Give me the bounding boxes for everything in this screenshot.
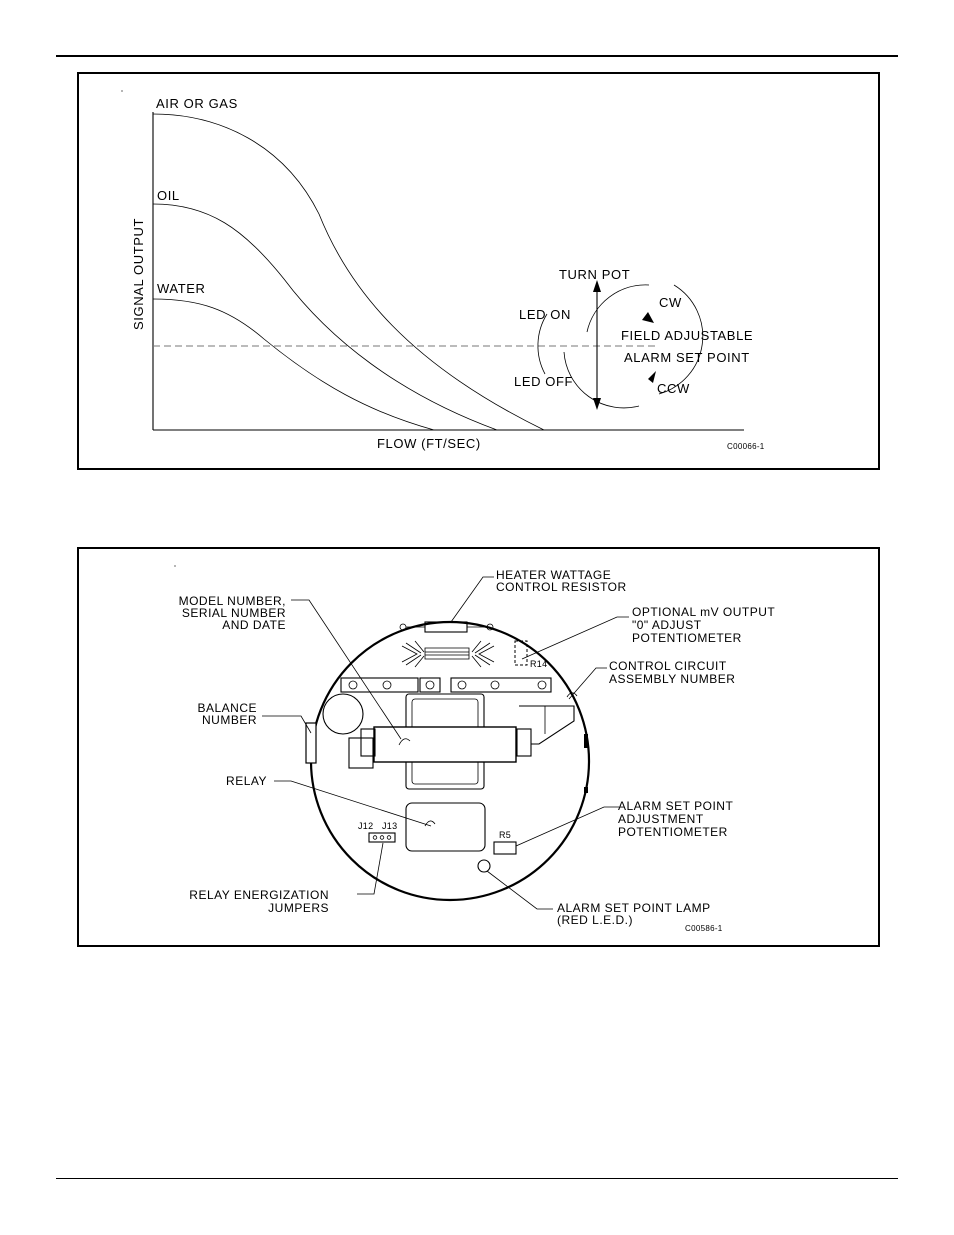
knob-label-turn: TURN POT bbox=[559, 267, 630, 282]
ccw-arrowhead bbox=[648, 371, 656, 383]
water-curve bbox=[152, 298, 435, 431]
assembly-pointer bbox=[566, 692, 578, 698]
signal-flow-diagram: AIR OR GAS OIL WATER SIGNAL OUTPUT FLOW … bbox=[121, 90, 765, 451]
figure-code: C00586-1 bbox=[685, 924, 723, 933]
optional-label-1: OPTIONAL mV OUTPUT bbox=[632, 605, 775, 619]
knob-label-ccw: CCW bbox=[657, 381, 690, 396]
relay-pointer bbox=[424, 820, 436, 827]
knob-dial-arc bbox=[563, 284, 704, 409]
terminal-strip-left bbox=[340, 677, 419, 693]
terminal-strip-middle bbox=[419, 677, 441, 693]
control-label-1: CONTROL CIRCUIT bbox=[609, 659, 727, 673]
leader-lines bbox=[262, 576, 629, 910]
alarm-adj-label-3: POTENTIOMETER bbox=[618, 825, 728, 839]
figure-code: C00066-1 bbox=[727, 442, 765, 451]
r14-label: R14 bbox=[530, 659, 547, 669]
set-point-arrow-up bbox=[593, 280, 601, 292]
jumpers-label-1: RELAY ENERGIZATION bbox=[189, 888, 329, 902]
curve-label-oil: OIL bbox=[157, 188, 180, 203]
r14-potentiometer bbox=[514, 640, 528, 666]
heater-pad-right bbox=[486, 623, 494, 631]
circuit-board-diagram: R14 J12 J13 R5 bbox=[174, 565, 775, 933]
lamp-label-2: (RED L.E.D.) bbox=[557, 913, 633, 927]
x-axis-label: FLOW (FT/SEC) bbox=[377, 436, 481, 451]
relay-label: RELAY bbox=[226, 774, 267, 788]
relay-jumpers bbox=[368, 832, 396, 843]
knob-label-led-on: LED ON bbox=[519, 307, 571, 322]
alarm-adj-label-2: ADJUSTMENT bbox=[618, 812, 704, 826]
knob-label-cw: CW bbox=[659, 295, 682, 310]
r5-potentiometer bbox=[493, 841, 517, 855]
board-notch-right bbox=[584, 734, 588, 748]
oil-curve bbox=[152, 203, 498, 431]
terminal-strip-right bbox=[450, 677, 552, 693]
heat-sink bbox=[401, 640, 495, 668]
knob-label-field-2: ALARM SET POINT bbox=[624, 350, 750, 365]
heater-label-1: HEATER WATTAGE bbox=[496, 568, 611, 582]
balance-label-2: NUMBER bbox=[202, 713, 257, 727]
r5-label: R5 bbox=[499, 830, 511, 840]
signal-flow-figure: AIR OR GAS OIL WATER SIGNAL OUTPUT FLOW … bbox=[77, 72, 880, 470]
alarm-adj-label-1: ALARM SET POINT bbox=[618, 799, 733, 813]
jumpers-label-2: JUMPERS bbox=[268, 901, 329, 915]
lamp-label-1: ALARM SET POINT LAMP bbox=[557, 901, 711, 915]
j13-label: J13 bbox=[382, 821, 397, 831]
knob-label-field-1: FIELD ADJUSTABLE bbox=[621, 328, 753, 343]
footer-rule bbox=[56, 1178, 898, 1179]
relay-component bbox=[405, 802, 486, 852]
board-notch-bottom-right bbox=[584, 787, 588, 793]
knob-left-arc bbox=[537, 313, 548, 375]
circuit-board-figure: R14 J12 J13 R5 bbox=[77, 547, 880, 947]
optional-label-3: POTENTIOMETER bbox=[632, 631, 742, 645]
curve-label-water: WATER bbox=[157, 281, 206, 296]
cw-arrowhead bbox=[642, 312, 654, 323]
air-gas-curve bbox=[152, 113, 545, 431]
header-rule bbox=[56, 55, 898, 57]
board-notch-left bbox=[305, 722, 317, 764]
model-plate bbox=[373, 726, 517, 763]
model-plate-pointer bbox=[398, 738, 411, 746]
model-label-2: SERIAL NUMBER bbox=[182, 606, 286, 620]
balance-label-1: BALANCE bbox=[197, 701, 257, 715]
model-label-3: AND DATE bbox=[222, 618, 286, 632]
model-label-1: MODEL NUMBER, bbox=[179, 594, 286, 608]
round-capacitor bbox=[322, 693, 364, 735]
bracket-right bbox=[519, 705, 575, 745]
origin-dot bbox=[121, 90, 123, 92]
j12-label: J12 bbox=[358, 821, 373, 831]
knob-label-led-off: LED OFF bbox=[514, 374, 573, 389]
heater-label-2: CONTROL RESISTOR bbox=[496, 580, 627, 594]
control-label-2: ASSEMBLY NUMBER bbox=[609, 672, 735, 686]
curve-label-air: AIR OR GAS bbox=[156, 96, 238, 111]
y-axis-label: SIGNAL OUTPUT bbox=[131, 218, 146, 330]
set-point-arrow-down bbox=[593, 398, 601, 410]
alarm-led bbox=[477, 859, 491, 873]
optional-label-2: "0" ADJUST bbox=[632, 618, 702, 632]
corner-dot bbox=[174, 565, 176, 567]
